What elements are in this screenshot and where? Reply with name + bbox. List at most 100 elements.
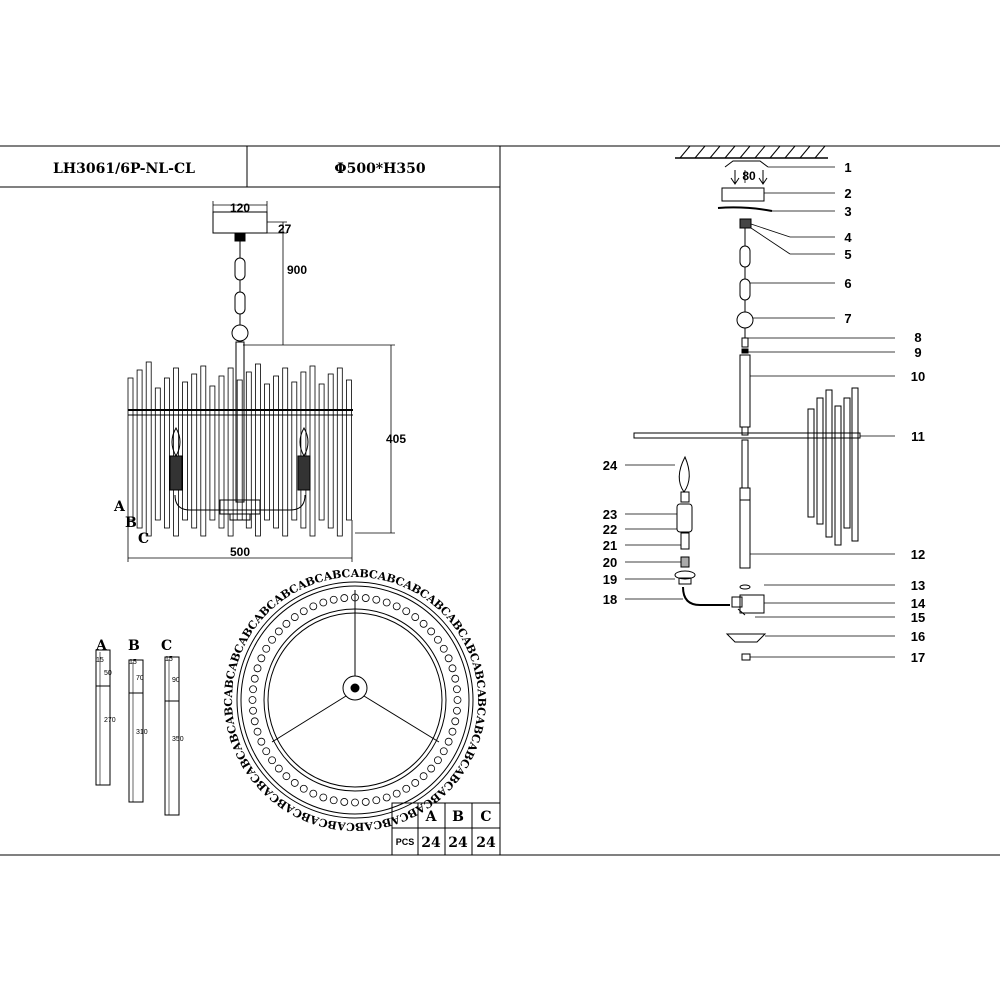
ring-bead bbox=[319, 598, 328, 607]
part-number: 4 bbox=[844, 230, 852, 245]
crystal-rod bbox=[327, 373, 334, 529]
ring-bead bbox=[453, 706, 461, 715]
part-number: 19 bbox=[603, 572, 617, 587]
ring-bead bbox=[250, 717, 259, 726]
row-b-label: B bbox=[125, 515, 137, 531]
ring-bead bbox=[253, 727, 262, 736]
ring-bead bbox=[451, 717, 460, 726]
ring-letter: A bbox=[473, 714, 487, 726]
part-number: 20 bbox=[603, 555, 617, 570]
rod-b-top: 15 bbox=[129, 659, 137, 666]
chain-ring bbox=[231, 324, 249, 342]
ring-bead bbox=[262, 747, 271, 756]
ring-bead bbox=[382, 598, 391, 607]
crystal-rod bbox=[209, 385, 216, 521]
crystal-rod bbox=[173, 367, 179, 537]
front-view bbox=[128, 211, 353, 521]
ring-bead bbox=[419, 772, 428, 781]
rod-details bbox=[95, 649, 180, 816]
rod-c-mark: 90 bbox=[172, 677, 180, 684]
model-number: LH3061/6P-NL-CL bbox=[53, 161, 195, 177]
part-number: 9 bbox=[914, 345, 921, 360]
top-view bbox=[236, 581, 474, 819]
ring-bead bbox=[451, 674, 460, 683]
rod-b-mark: 70 bbox=[136, 675, 144, 682]
ring-bead bbox=[319, 793, 328, 802]
stem-tube bbox=[739, 354, 751, 428]
crystal-rod bbox=[227, 367, 234, 537]
exploded-view bbox=[633, 145, 861, 661]
ring-bead bbox=[382, 793, 391, 802]
ring-letter: B bbox=[304, 574, 317, 589]
part-number: 7 bbox=[844, 311, 851, 326]
ring-letter: C bbox=[224, 669, 239, 680]
ring-letter: B bbox=[331, 568, 342, 582]
ring-bead bbox=[392, 789, 401, 798]
front-dimensions bbox=[127, 201, 395, 562]
front-sockets bbox=[169, 426, 311, 491]
ring-letter: C bbox=[313, 571, 325, 586]
crystal-rod bbox=[163, 377, 170, 529]
candle-sleeve bbox=[676, 503, 693, 533]
ring-bead bbox=[249, 706, 257, 715]
ring-letter: A bbox=[469, 659, 484, 672]
candle-socket bbox=[169, 455, 183, 491]
ring-bead bbox=[250, 674, 259, 683]
ring-letter: C bbox=[317, 815, 329, 830]
crystal-rod bbox=[191, 373, 198, 529]
ring-bead bbox=[444, 737, 453, 746]
ring-letter: B bbox=[222, 679, 236, 690]
canopy-height-label: 27 bbox=[278, 222, 292, 236]
ring-bead bbox=[262, 644, 271, 653]
leader-lines bbox=[625, 166, 895, 658]
canopy bbox=[212, 211, 268, 234]
ring-bead bbox=[419, 619, 428, 628]
ring-letter: C bbox=[474, 706, 488, 716]
part-number: 17 bbox=[911, 650, 925, 665]
canopy-plate bbox=[721, 187, 765, 202]
ring-letter: B bbox=[227, 732, 242, 745]
ring-bead bbox=[448, 664, 457, 673]
crystal-rod bbox=[318, 383, 325, 521]
ring-letter: A bbox=[222, 688, 236, 699]
crystal-rod bbox=[145, 361, 152, 537]
part-number: 8 bbox=[914, 330, 921, 345]
ring-bead bbox=[427, 764, 436, 773]
size-spec: Φ500*H350 bbox=[334, 161, 425, 177]
row-c-label: C bbox=[138, 531, 149, 547]
part-number: 10 bbox=[911, 369, 925, 384]
ring-letter: C bbox=[346, 820, 355, 833]
part-number: 18 bbox=[603, 592, 617, 607]
rod-b-length: 310 bbox=[136, 729, 148, 736]
part-number: 23 bbox=[603, 507, 617, 522]
ring-bead bbox=[434, 756, 442, 765]
table-value-c: 24 bbox=[476, 835, 496, 851]
ring-bead bbox=[361, 594, 370, 602]
part-number: 15 bbox=[911, 610, 925, 625]
ring-letter: A bbox=[475, 688, 489, 699]
ring-letter: C bbox=[468, 732, 483, 745]
ring-beads bbox=[248, 593, 462, 807]
ring-bead bbox=[274, 764, 283, 773]
ring-letter: A bbox=[350, 567, 360, 580]
part-number: 24 bbox=[603, 458, 618, 473]
rod-a-length: 270 bbox=[104, 717, 116, 724]
center-stem bbox=[235, 341, 245, 503]
crystal-rod bbox=[136, 369, 143, 529]
crystal-rod bbox=[309, 365, 316, 537]
crystal-rod bbox=[291, 381, 298, 521]
canopy-hook bbox=[234, 232, 246, 242]
ring-bead bbox=[253, 664, 262, 673]
ring-bead bbox=[257, 654, 266, 663]
rod-c bbox=[164, 656, 180, 816]
crystal-rod bbox=[254, 363, 261, 537]
table-value-b: 24 bbox=[448, 835, 468, 851]
crystal-rod bbox=[245, 371, 252, 529]
part-number: 11 bbox=[911, 429, 925, 444]
ring-bead bbox=[434, 635, 442, 644]
ring-bead bbox=[411, 613, 420, 621]
part-number: 13 bbox=[911, 578, 925, 593]
crossbar bbox=[633, 432, 861, 439]
